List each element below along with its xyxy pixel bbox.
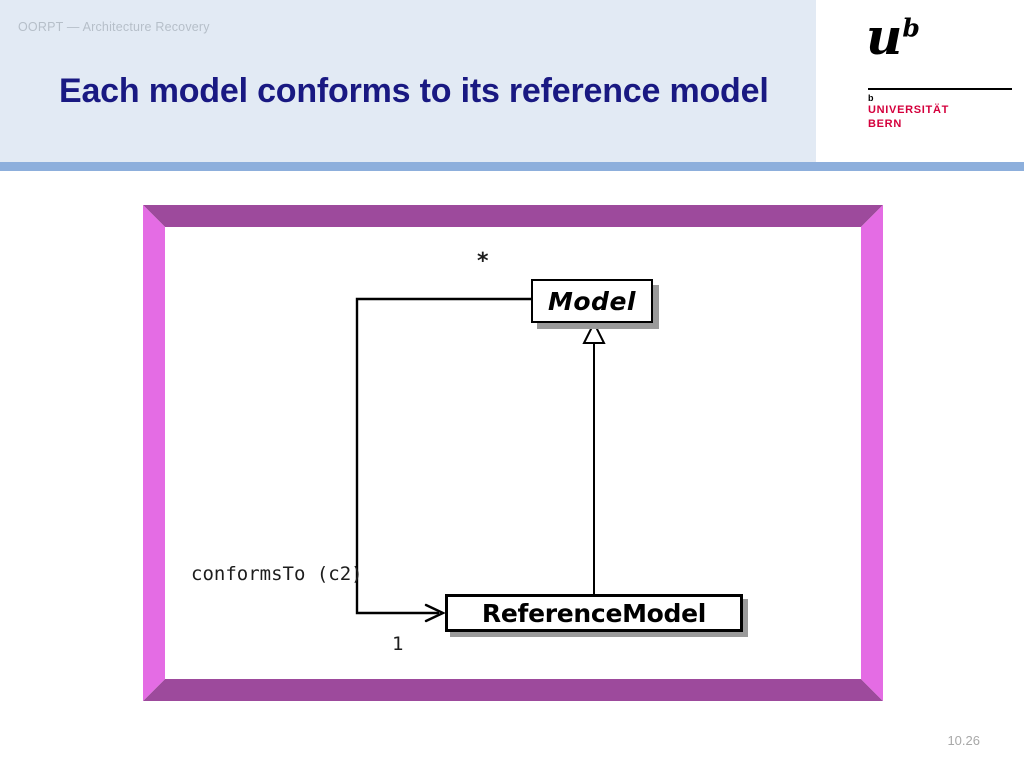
header-divider-rule: [0, 162, 1024, 171]
page-number: 10.26: [947, 733, 980, 748]
uml-class-model[interactable]: Model: [531, 279, 653, 323]
logo-name-line2: BERN: [868, 117, 902, 130]
logo-name-line1: UNIVERSITÄT: [868, 104, 950, 116]
slide-header-panel: OORPT — Architecture Recovery Each model…: [0, 0, 816, 162]
university-logo: ub b UNIVERSITÄT BERN: [816, 0, 1024, 162]
uml-connectors: [355, 297, 606, 623]
frame-bottom-bevel: [143, 679, 883, 701]
logo-divider-rule: [868, 88, 1012, 90]
ub-wordmark-icon: ub: [866, 12, 920, 62]
frame-top-bevel: [143, 205, 883, 227]
logo-university-name: UNIVERSITÄT BERN: [868, 104, 949, 132]
multiplicity-star-label: *: [477, 249, 489, 274]
generalization-line: [582, 320, 606, 594]
frame-left-bevel: [143, 205, 165, 701]
page-title: Each model conforms to its reference mod…: [59, 72, 769, 110]
ub-wordmark-u: u: [866, 7, 903, 66]
logo-small-b: b: [868, 93, 874, 103]
slide-eyebrow: OORPT — Architecture Recovery: [18, 20, 210, 34]
association-conformsTo-line: [355, 297, 531, 623]
diagram-picture-frame: Model ReferenceModel conformsTo (c2) 1 *: [143, 205, 883, 701]
uml-class-reference-model[interactable]: ReferenceModel: [445, 594, 743, 632]
ub-wordmark-b: b: [902, 13, 920, 43]
frame-right-bevel: [861, 205, 883, 701]
association-label-conformsto: conformsTo (c2): [191, 563, 363, 585]
multiplicity-one-label: 1: [392, 633, 404, 655]
